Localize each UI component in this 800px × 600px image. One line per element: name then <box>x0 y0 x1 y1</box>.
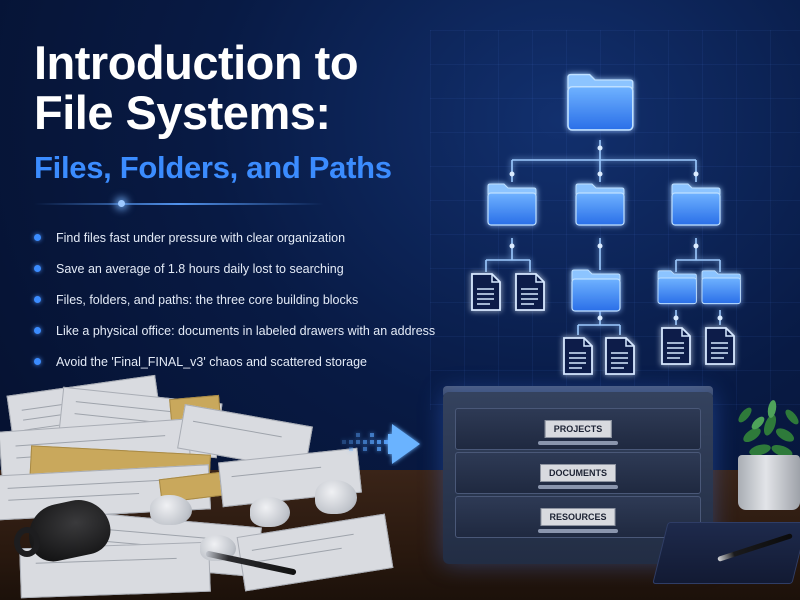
bullet-dot-icon <box>34 296 41 303</box>
drawer-documents: DOCUMENTS <box>455 452 701 494</box>
bullet-item: Files, folders, and paths: the three cor… <box>34 284 474 315</box>
bullet-text: Save an average of 1.8 hours daily lost … <box>56 261 344 276</box>
page-title: Introduction to File Systems: <box>34 38 454 138</box>
drawer-label: PROJECTS <box>544 420 612 438</box>
plant-icon <box>738 400 799 458</box>
folder-icon <box>487 183 537 226</box>
mug-handle <box>14 527 40 557</box>
bullet-dot-icon <box>34 265 41 272</box>
drawer-resources: RESOURCES <box>455 496 701 538</box>
document-icon <box>661 327 691 365</box>
folder-tree-diagram <box>471 73 741 375</box>
folder-icon <box>657 270 697 305</box>
title-line-1: Introduction to <box>34 36 359 89</box>
drawer-handle <box>538 485 618 489</box>
drawer-label: DOCUMENTS <box>540 464 616 482</box>
bullet-dot-icon <box>34 327 41 334</box>
bullet-text: Find files fast under pressure with clea… <box>56 230 346 245</box>
crumpled-paper <box>315 480 357 514</box>
document-icon <box>563 337 593 375</box>
bullet-list: Find files fast under pressure with clea… <box>34 222 474 377</box>
divider-glow-dot <box>118 200 125 207</box>
bullet-text: Like a physical office: documents in lab… <box>56 323 436 338</box>
drawer-handle <box>538 529 618 533</box>
crumpled-paper <box>250 497 290 527</box>
bullet-text: Avoid the 'Final_FINAL_v3' chaos and sca… <box>56 354 367 369</box>
folder-icon <box>701 270 741 305</box>
bullet-item: Like a physical office: documents in lab… <box>34 315 474 346</box>
bullet-item: Avoid the 'Final_FINAL_v3' chaos and sca… <box>34 346 474 377</box>
document-icon <box>705 327 735 365</box>
document-icon <box>515 273 545 311</box>
folder-icon <box>671 183 721 226</box>
document-icon <box>605 337 635 375</box>
folder-icon <box>571 269 621 312</box>
title-divider <box>34 203 324 205</box>
drawer-label: RESOURCES <box>540 508 616 526</box>
bullet-text: Files, folders, and paths: the three cor… <box>56 292 359 307</box>
arrow-right-icon <box>342 424 420 464</box>
tree-nodes <box>509 145 723 321</box>
folder-icon <box>575 183 625 226</box>
page-subtitle: Files, Folders, and Paths <box>34 150 392 185</box>
title-line-2: File Systems: <box>34 86 331 139</box>
drawer-handle <box>538 441 618 445</box>
bullet-dot-icon <box>34 234 41 241</box>
plant-pot <box>738 455 800 510</box>
crumpled-paper <box>150 495 192 525</box>
root-folder-icon <box>567 73 634 131</box>
messy-paper-pile <box>0 374 420 600</box>
bullet-item: Save an average of 1.8 hours daily lost … <box>34 253 474 284</box>
bullet-dot-icon <box>34 358 41 365</box>
bullet-item: Find files fast under pressure with clea… <box>34 222 474 253</box>
tree-connectors <box>485 140 721 335</box>
drawer-projects: PROJECTS <box>455 408 701 450</box>
document-icon <box>471 273 501 311</box>
